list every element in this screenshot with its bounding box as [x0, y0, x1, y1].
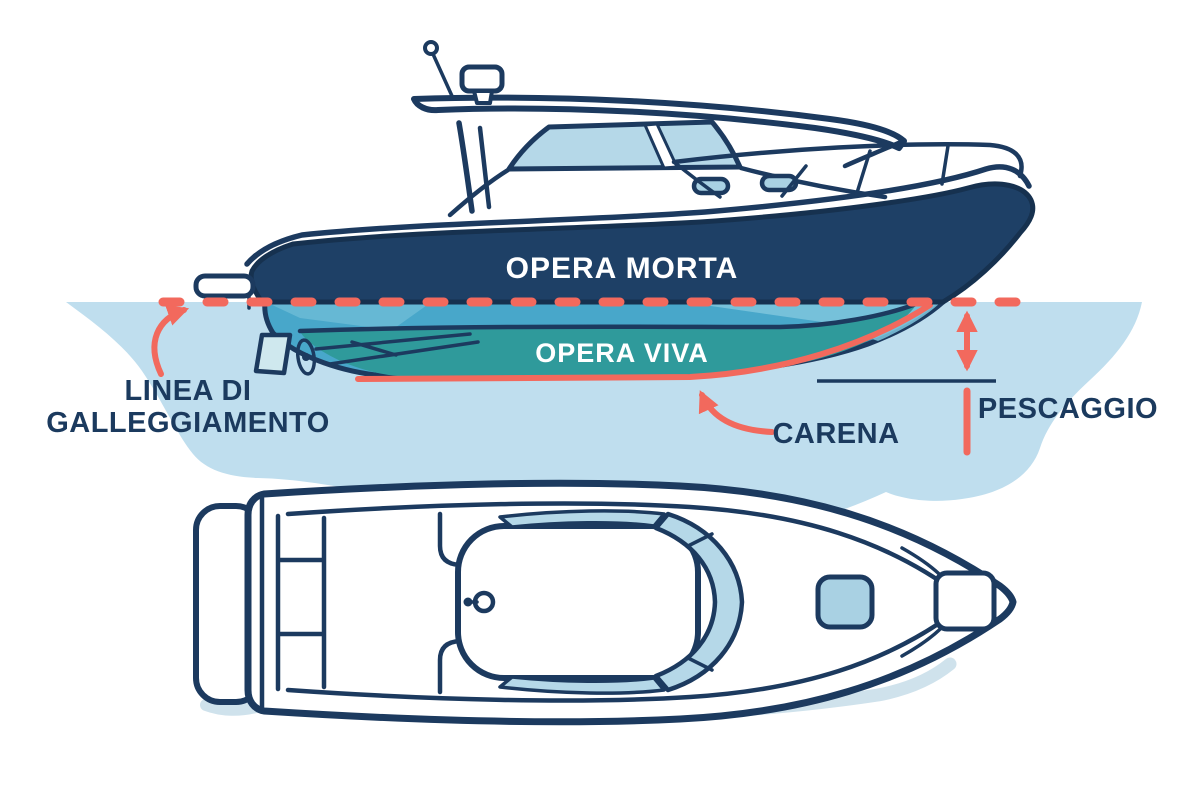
cockpit-benches — [275, 513, 327, 692]
hull-topsides — [248, 181, 1036, 305]
windshield-aft-pillar-inner — [477, 125, 492, 210]
platform-shadow — [200, 699, 262, 716]
prop-shaft — [314, 332, 472, 351]
waterline-arrow — [151, 305, 190, 377]
hardtop-roof — [411, 94, 907, 151]
railing-aft-drop — [672, 160, 722, 199]
windshield-band-dividers — [686, 532, 714, 672]
antenna-ball — [423, 40, 439, 56]
opera-morta-label: OPERA MORTA — [506, 252, 739, 285]
cabin-top-line — [447, 167, 511, 218]
band-separator-line — [297, 301, 919, 334]
side-window-wedge-bottom — [498, 675, 666, 695]
opera-viva-band — [300, 305, 916, 377]
carena-arrow — [698, 390, 775, 435]
bow-railing — [671, 142, 1024, 179]
propeller — [295, 338, 317, 376]
deck-sheer-line — [244, 164, 1032, 267]
foredeck-line — [738, 165, 888, 200]
annotations — [151, 297, 1043, 456]
railing-stanchion-1 — [854, 149, 872, 198]
hull-underwater-highlight-stern — [268, 303, 430, 330]
windshield-top-band — [653, 511, 745, 693]
rudder-fin — [253, 332, 293, 376]
side-window-wedge-top — [498, 509, 666, 529]
roof-latch-pin — [463, 597, 473, 607]
waterline-label-line1: LINEA DI — [125, 375, 252, 407]
top-view-boat — [193, 479, 1017, 726]
side-view-boat — [193, 40, 1036, 382]
radar-base — [472, 89, 494, 105]
deck-hatch — [815, 574, 875, 630]
windshield-divider — [642, 122, 680, 170]
carena-label: CARENA — [772, 418, 899, 450]
waterline-label-line2: GALLEGGIAMENTO — [46, 407, 330, 439]
cabin-roof — [455, 523, 701, 681]
propeller-hub — [302, 353, 310, 361]
swim-platform — [193, 273, 256, 299]
prop-strut — [328, 340, 480, 366]
pescaggio-label: PESCAGGIO — [978, 393, 1158, 425]
superstructure — [411, 40, 1024, 218]
antenna-mast — [431, 52, 454, 98]
anchor-locker — [933, 570, 997, 632]
windshield-aft-pillar-outer — [456, 120, 475, 214]
windshield — [506, 119, 743, 172]
radar-dome — [459, 64, 505, 94]
deck-detail-line — [780, 164, 808, 198]
carena-red-outline — [355, 302, 933, 382]
trim-tab-line — [350, 340, 398, 357]
stern-gear — [193, 273, 480, 376]
opera-viva-label: OPERA VIVA — [535, 338, 709, 368]
railing-stanchion-2 — [940, 144, 950, 186]
